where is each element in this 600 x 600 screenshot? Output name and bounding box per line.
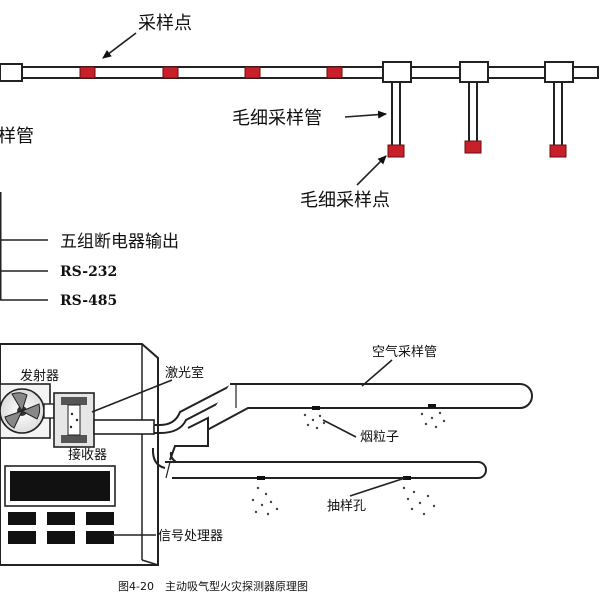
sampling-point xyxy=(326,66,343,79)
capillary-tube xyxy=(391,81,401,147)
figure-caption: 图4-20 主动吸气型火灾探测器原理图 xyxy=(118,579,308,593)
keypad-button xyxy=(86,512,114,525)
label-receiver: 接收器 xyxy=(68,447,107,463)
label-signal-processor: 信号处理器 xyxy=(158,529,223,544)
capillary-tube xyxy=(553,81,563,147)
tee-joint xyxy=(459,61,489,83)
label-suction-hole: 抽样孔 xyxy=(327,499,366,514)
chamber-outlet-pipe xyxy=(93,419,155,435)
sampling-point xyxy=(162,66,179,79)
lower-air-sampling-pipe xyxy=(165,461,487,479)
keypad-button xyxy=(8,512,36,525)
suction-hole xyxy=(312,406,320,410)
label-smoke-particle: 烟粒子 xyxy=(360,430,399,445)
display-screen xyxy=(10,471,110,501)
keypad-button xyxy=(47,531,75,544)
bottom-detector-diagram: 发射器 激光室 接收器 信号处理器 空气采样管 烟粒子 抽样孔 图4-20 主动… xyxy=(0,343,533,593)
label-laser-chamber: 激光室 xyxy=(165,365,204,381)
label-air-pipe: 空气采样管 xyxy=(372,344,437,360)
output-relay-label: 五组断电器输出 xyxy=(60,232,179,252)
capillary-sampling-point xyxy=(464,140,482,154)
pipe-end-cap xyxy=(0,63,23,82)
capillary-point-arrow xyxy=(356,155,387,186)
suction-hole xyxy=(428,404,436,408)
sampling-point-arrow xyxy=(102,32,137,59)
receiver-block xyxy=(61,435,87,443)
laser-emitter-block xyxy=(61,397,87,405)
tee-joint xyxy=(544,61,574,83)
label-pipe-fragment: 样管 xyxy=(0,126,34,147)
label-emitter: 发射器 xyxy=(20,368,59,384)
smoke-particles xyxy=(251,411,446,516)
capillary-sampling-point xyxy=(549,144,567,158)
label-capillary-point: 毛细采样点 xyxy=(300,190,390,211)
keypad-button xyxy=(86,531,114,544)
label-sampling-point: 采样点 xyxy=(138,13,192,34)
capillary-tube xyxy=(468,81,478,143)
air-pipe-leader xyxy=(361,359,393,387)
upper-air-sampling-pipe xyxy=(195,383,533,437)
pipe-elbow xyxy=(169,416,209,461)
sampling-point xyxy=(244,66,261,79)
suction-hole-leader xyxy=(349,477,406,497)
output-rs485-label: RS-485 xyxy=(60,293,117,309)
sampling-point xyxy=(79,66,96,79)
tee-joint xyxy=(382,61,412,83)
main-sampling-pipe xyxy=(0,66,599,79)
suction-hole xyxy=(257,476,265,480)
keypad-button xyxy=(47,512,75,525)
label-capillary-tube: 毛细采样管 xyxy=(232,108,322,129)
capillary-sampling-point xyxy=(387,144,405,158)
suction-hole xyxy=(403,476,411,480)
smoke-particle-leader xyxy=(322,419,357,438)
capillary-tube-arrow xyxy=(344,110,387,119)
output-rs232-label: RS-232 xyxy=(60,264,117,280)
top-sampling-diagram: 采样点 样管 毛细采样管 毛细采样点 五组断电器输出 RS-232 RS-485 xyxy=(0,13,599,309)
laser-chamber-leader xyxy=(91,379,173,413)
keypad-button xyxy=(8,531,36,544)
keypad xyxy=(8,512,114,544)
fan-icon xyxy=(0,383,51,439)
